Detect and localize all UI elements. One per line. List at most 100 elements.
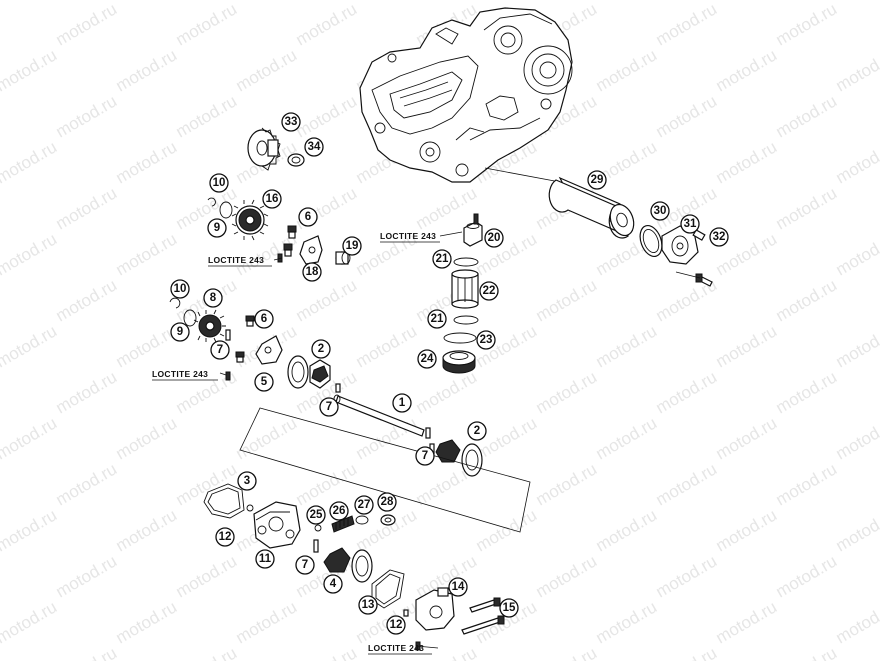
callout-20: 20: [484, 228, 504, 248]
loctite-label: LOCTITE 243: [208, 255, 264, 265]
watermark-text: motod.ru: [53, 643, 121, 661]
watermark-text: motod.ru: [593, 505, 661, 555]
watermark-text: motod.ru: [833, 229, 881, 279]
watermark-text: motod.ru: [593, 597, 661, 647]
watermark-text: motod.ru: [713, 413, 781, 463]
callout-11: 11: [255, 549, 275, 569]
watermark-text: motod.ru: [233, 0, 301, 3]
watermark-text: motod.ru: [113, 45, 181, 95]
watermark-text: motod.ru: [473, 229, 541, 279]
watermark-text: motod.ru: [113, 413, 181, 463]
callout-10: 10: [170, 279, 190, 299]
callout-23: 23: [476, 330, 496, 350]
svg-text:7: 7: [217, 344, 223, 356]
svg-text:32: 32: [713, 231, 726, 243]
watermark-text: motod.ru: [293, 183, 361, 233]
callout-12: 12: [386, 615, 406, 635]
watermark-text: motod.ru: [653, 0, 721, 49]
watermark-text: motod.ru: [173, 643, 241, 661]
watermark-text: motod.ru: [0, 0, 60, 3]
svg-text:1: 1: [399, 397, 406, 409]
callout-7: 7: [295, 555, 315, 575]
svg-text:29: 29: [591, 174, 604, 186]
callout-10: 10: [209, 173, 229, 193]
watermark-text: motod.ru: [0, 45, 60, 95]
callout-9: 9: [170, 322, 190, 342]
watermark-text: motod.ru: [653, 367, 721, 417]
svg-text:31: 31: [684, 218, 697, 230]
svg-text:6: 6: [305, 211, 311, 223]
watermark-text: motod.ru: [593, 45, 661, 95]
svg-text:21: 21: [431, 313, 444, 325]
watermark-text: motod.ru: [0, 321, 60, 371]
svg-text:11: 11: [259, 553, 272, 565]
watermark-text: motod.ru: [833, 137, 881, 187]
svg-text:9: 9: [214, 222, 220, 234]
watermark-text: motod.ru: [773, 551, 841, 601]
watermark-text: motod.ru: [833, 0, 881, 3]
watermark-text: motod.ru: [293, 0, 361, 49]
svg-text:34: 34: [308, 141, 321, 153]
svg-text:7: 7: [422, 450, 428, 462]
watermark-text: motod.ru: [773, 643, 841, 661]
callout-2: 2: [311, 339, 331, 359]
svg-text:19: 19: [346, 240, 359, 252]
watermark-text: motod.ru: [533, 551, 601, 601]
watermark-text: motod.ru: [773, 275, 841, 325]
watermark-text: motod.ru: [833, 321, 881, 371]
callout-1: 1: [392, 393, 412, 413]
watermark-text: motod.ru: [773, 459, 841, 509]
callout-5: 5: [254, 372, 274, 392]
watermark-text: motod.ru: [533, 275, 601, 325]
watermark-text: motod.ru: [713, 505, 781, 555]
watermark-text: motod.ru: [533, 459, 601, 509]
svg-text:20: 20: [488, 232, 501, 244]
watermark-text: motod.ru: [593, 413, 661, 463]
watermark-text: motod.ru: [173, 91, 241, 141]
svg-text:23: 23: [480, 334, 493, 346]
callout-7: 7: [415, 446, 435, 466]
watermark-text: motod.ru: [53, 91, 121, 141]
watermark-text: motod.ru: [773, 183, 841, 233]
callout-12: 12: [215, 527, 235, 547]
rotor-right: [429, 439, 483, 477]
svg-text:14: 14: [452, 581, 465, 593]
engine-case: [359, 7, 573, 183]
callout-2: 2: [467, 421, 487, 441]
callout-31: 31: [680, 214, 700, 234]
callout-4: 4: [323, 574, 343, 594]
callout-7: 7: [319, 397, 339, 417]
callout-25: 25: [306, 505, 326, 525]
loctite-label: LOCTITE 243: [380, 231, 436, 241]
watermark-text: motod.ru: [173, 183, 241, 233]
watermark-text: motod.ru: [713, 321, 781, 371]
watermark-text: motod.ru: [53, 459, 121, 509]
svg-text:12: 12: [219, 531, 232, 543]
callout-15: 15: [499, 598, 519, 618]
watermark-text: motod.ru: [0, 413, 60, 463]
watermark-text: motod.ru: [713, 597, 781, 647]
watermark-text: motod.ru: [53, 275, 121, 325]
callout-30: 30: [650, 201, 670, 221]
watermark-text: motod.ru: [113, 0, 181, 3]
svg-text:10: 10: [213, 177, 226, 189]
callout-21: 21: [427, 309, 447, 329]
callout-9: 9: [207, 218, 227, 238]
oil-filter-group: [484, 167, 713, 287]
svg-text:6: 6: [261, 313, 267, 325]
watermark-text: motod.ru: [413, 367, 481, 417]
watermark-text: motod.ru: [473, 505, 541, 555]
strainer-group: [439, 213, 483, 374]
loctite-label: LOCTITE 243: [152, 369, 208, 379]
svg-text:4: 4: [330, 578, 337, 590]
watermark-text: motod.ru: [0, 229, 60, 279]
watermark-text: motod.ru: [233, 45, 301, 95]
watermark-text: motod.ru: [833, 505, 881, 555]
watermark-text: motod.ru: [0, 137, 60, 187]
svg-text:22: 22: [483, 285, 496, 297]
watermark-text: motod.ru: [713, 0, 781, 3]
middle-gear-group: [169, 297, 331, 389]
callout-26: 26: [329, 501, 349, 521]
callout-27: 27: [354, 495, 374, 515]
